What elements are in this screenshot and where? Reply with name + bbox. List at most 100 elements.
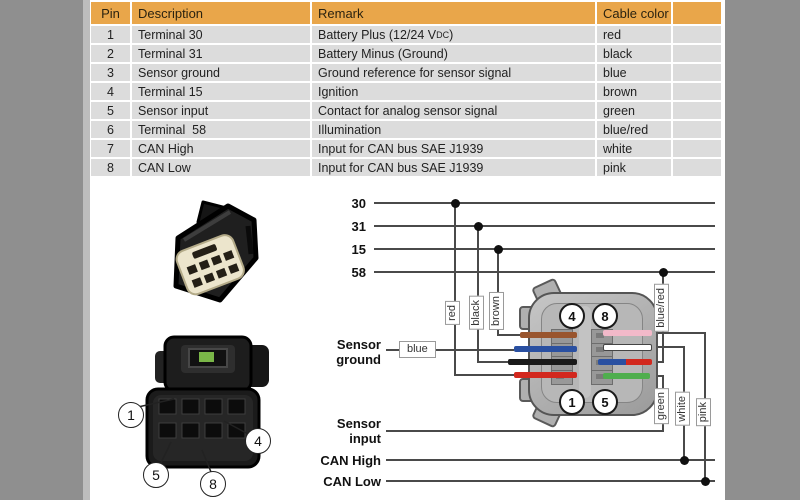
diagram-pin-5: 5: [592, 389, 618, 415]
connector-center-rib: [579, 306, 591, 398]
wire-red-segment-pin6: [626, 359, 652, 365]
description-cell: Sensor input: [132, 102, 310, 119]
cable-color-cell: brown: [597, 83, 671, 100]
wire-blue-pin3: [514, 346, 577, 352]
sensor-ground-label: Sensor ground: [310, 337, 381, 367]
drop-red: [454, 202, 456, 376]
line-sensor-ground: [386, 349, 514, 351]
column-header-description: Description: [132, 2, 310, 24]
junction-30: [451, 199, 460, 208]
connector-insert: [175, 234, 245, 296]
cable-color-cell: red: [597, 26, 671, 43]
stub-brown: [497, 334, 523, 336]
column-header-empty: [673, 2, 721, 24]
right-gray-bar: [725, 0, 800, 500]
diagram-pin-8: 8: [592, 303, 618, 329]
pin-cell: 3: [91, 64, 130, 81]
empty-cell: [673, 45, 721, 62]
cable-color-cell: black: [597, 45, 671, 62]
line-sensor-input: [386, 430, 663, 432]
diagram-pin-1: 1: [559, 389, 585, 415]
left-gray-bar: [0, 0, 83, 500]
pin-cell: 7: [91, 140, 130, 157]
remark-subscript: DC: [436, 29, 450, 40]
description-cell: CAN High: [132, 140, 310, 157]
can-low-label: CAN Low: [323, 474, 381, 489]
wire-label-blue: blue: [399, 341, 436, 358]
terminal-15-label: 15: [351, 242, 366, 257]
wire-label-pink: pink: [696, 398, 711, 427]
description-cell: Terminal 58: [132, 121, 310, 138]
wire-white-pin7: [603, 344, 652, 351]
empty-cell: [673, 121, 721, 138]
remark-cell: Ignition: [312, 83, 595, 100]
line-terminal-30: [374, 202, 715, 204]
sensor-input-label: Sensor input: [310, 416, 381, 446]
wire-red-pin1: [514, 372, 577, 378]
remark-cell: Contact for analog sensor signal: [312, 102, 595, 119]
wire-pink-pin8: [603, 330, 652, 336]
cable-color-cell: white: [597, 140, 671, 157]
stub-black: [477, 361, 511, 363]
terminal-31-label: 31: [351, 219, 366, 234]
empty-cell: [673, 140, 721, 157]
description-cell: Terminal 31: [132, 45, 310, 62]
connector-photo-bottom: [145, 335, 269, 469]
cable-color-cell: blue/red: [597, 121, 671, 138]
cable-color-cell: pink: [597, 159, 671, 176]
drop-black: [477, 225, 479, 363]
left-light-strip: [83, 0, 90, 500]
remark-text-end: ): [449, 27, 454, 42]
wire-label-white: white: [675, 392, 690, 426]
terminal-30-label: 30: [351, 196, 366, 211]
pin-cell: 4: [91, 83, 130, 100]
junction-15: [494, 245, 503, 254]
wire-blue-segment-pin6: [598, 359, 626, 365]
line-terminal-15: [374, 248, 715, 250]
wire-label-brown: brown: [489, 292, 504, 330]
photo-callout-pin4: 4: [245, 428, 271, 454]
cable-color-cell: blue: [597, 64, 671, 81]
sensor-input-line1: Sensor: [336, 416, 381, 431]
junction-58: [659, 268, 668, 277]
wire-brown-pin4: [520, 332, 577, 338]
junction-can-high: [680, 456, 689, 465]
remark-text: Battery Plus (12/24 V: [318, 27, 437, 42]
wire-green-pin5: [603, 373, 650, 379]
pin-cell: 5: [91, 102, 130, 119]
green-seal: [199, 352, 214, 362]
wire-black-pin2: [508, 359, 577, 365]
sensor-ground-line1: Sensor: [336, 337, 381, 352]
pin-cell: 6: [91, 121, 130, 138]
stub-pink: [650, 332, 706, 334]
empty-cell: [673, 102, 721, 119]
photo-callout-pin5: 5: [143, 462, 169, 488]
column-header-pin: Pin: [91, 2, 130, 24]
line-terminal-58: [374, 271, 715, 273]
sensor-ground-line2: ground: [336, 352, 381, 367]
wire-label-red: red: [445, 301, 460, 325]
line-can-low: [386, 480, 715, 482]
pin-cell: 8: [91, 159, 130, 176]
photo-callout-pin1: 1: [118, 402, 144, 428]
description-cell: Sensor ground: [132, 64, 310, 81]
description-cell: CAN Low: [132, 159, 310, 176]
line-terminal-31: [374, 225, 715, 227]
empty-cell: [673, 159, 721, 176]
stub-red: [454, 374, 516, 376]
wire-label-black: black: [469, 296, 484, 330]
pin-cell: 2: [91, 45, 130, 62]
can-high-label: CAN High: [320, 453, 381, 468]
connector-photo-top: [173, 200, 259, 303]
pin-cell: 1: [91, 26, 130, 43]
junction-31: [474, 222, 483, 231]
remark-cell: Input for CAN bus SAE J1939: [312, 159, 595, 176]
callout-leader-lines: [137, 398, 249, 473]
sensor-input-line2: input: [349, 431, 381, 446]
remark-cell: Battery Minus (Ground): [312, 45, 595, 62]
wire-label-blue-red: blue/red: [654, 284, 669, 332]
stub-white: [648, 346, 685, 348]
empty-cell: [673, 26, 721, 43]
